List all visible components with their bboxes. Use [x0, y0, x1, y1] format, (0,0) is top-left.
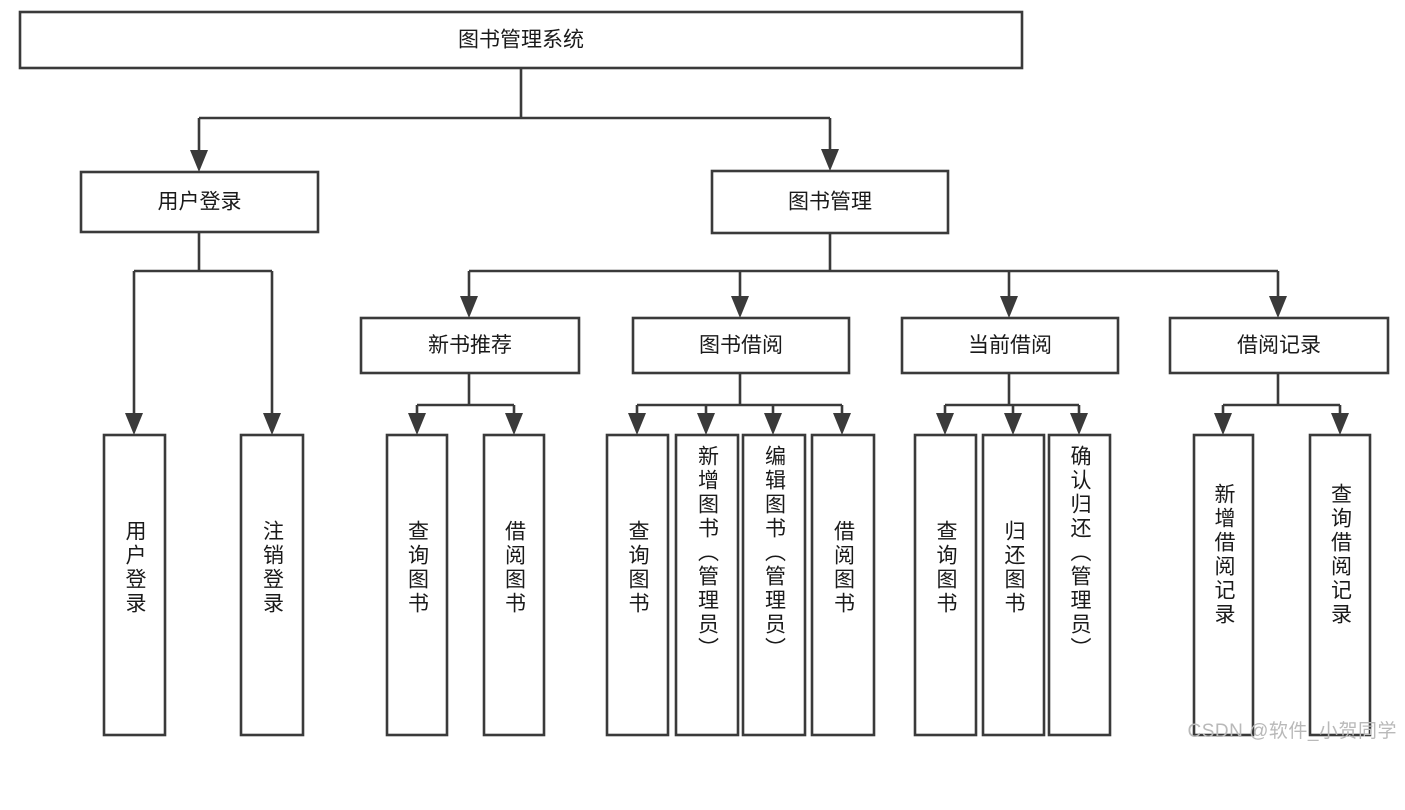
node-box-leaf-add-borrow-record [1192, 433, 1255, 737]
node-label-borrow-record: 借阅记录 [1237, 334, 1321, 357]
watermark-credit: CSDN @软件_小贺同学 [1187, 721, 1397, 742]
node-box-root [18, 10, 1024, 70]
node-leaf-query-book-1[interactable] [385, 433, 449, 737]
connector-arrowhead [1004, 413, 1022, 435]
node-new-book-recommend[interactable] [359, 316, 581, 375]
connector-arrowhead [505, 413, 523, 435]
node-leaf-query-book-3[interactable] [913, 433, 978, 737]
node-box-leaf-confirm-return [1047, 433, 1112, 737]
node-book-management[interactable] [710, 169, 950, 235]
node-box-leaf-borrow-book-1 [482, 433, 546, 737]
node-box-book-management [710, 169, 950, 235]
connector-arrowhead [190, 150, 208, 172]
connector-arrowhead [1269, 296, 1287, 318]
connector-arrowhead [821, 149, 839, 171]
connector-arrowhead [125, 413, 143, 435]
node-label-book-borrow: 图书借阅 [699, 334, 783, 357]
node-box-leaf-borrow-book-2 [810, 433, 876, 737]
node-box-current-borrow [900, 316, 1120, 375]
diagram-canvas-root: 图书管理系统用户登录图书管理新书推荐图书借阅当前借阅借阅记录 用户登录注销登录查… [18, 10, 1397, 742]
connector-arrowhead [1070, 413, 1088, 435]
node-label-root: 图书管理系统 [458, 29, 584, 52]
node-label-book-management: 图书管理 [788, 191, 872, 214]
connector-arrowhead [460, 296, 478, 318]
node-current-borrow[interactable] [900, 316, 1120, 375]
node-leaf-confirm-return[interactable] [1047, 433, 1112, 737]
node-book-borrow[interactable] [631, 316, 851, 375]
node-box-leaf-edit-book [741, 433, 807, 737]
node-box-borrow-record [1168, 316, 1390, 375]
connector-arrowhead [697, 413, 715, 435]
connector-arrowhead [408, 413, 426, 435]
node-label-current-borrow: 当前借阅 [968, 334, 1052, 357]
connector-arrowhead [764, 413, 782, 435]
node-box-leaf-return-book [981, 433, 1046, 737]
node-leaf-edit-book[interactable] [741, 433, 807, 737]
connector-arrowhead [263, 413, 281, 435]
connector-arrowhead [1214, 413, 1232, 435]
connector-arrowhead [628, 413, 646, 435]
node-box-leaf-query-book-2 [605, 433, 670, 737]
connector-arrowhead [1000, 296, 1018, 318]
node-box-layer [18, 10, 1390, 737]
node-box-leaf-logout [239, 433, 305, 737]
connector-arrowhead [833, 413, 851, 435]
connector-arrowhead [731, 296, 749, 318]
node-box-leaf-user-login [102, 433, 167, 737]
node-box-leaf-query-borrow-record [1308, 433, 1372, 737]
node-box-new-book-recommend [359, 316, 581, 375]
node-label-user-login: 用户登录 [158, 191, 242, 214]
node-box-book-borrow [631, 316, 851, 375]
node-leaf-borrow-book-1[interactable] [482, 433, 546, 737]
node-leaf-logout[interactable] [239, 433, 305, 737]
node-box-leaf-query-book-3 [913, 433, 978, 737]
node-box-leaf-query-book-1 [385, 433, 449, 737]
node-box-user-login [79, 170, 320, 234]
node-leaf-add-book[interactable] [674, 433, 740, 737]
connector-arrowhead [1331, 413, 1349, 435]
node-label-new-book-recommend: 新书推荐 [428, 334, 512, 357]
node-leaf-user-login[interactable] [102, 433, 167, 737]
node-borrow-record[interactable] [1168, 316, 1390, 375]
node-leaf-borrow-book-2[interactable] [810, 433, 876, 737]
connector-arrowhead [936, 413, 954, 435]
node-leaf-query-borrow-record[interactable] [1308, 433, 1372, 737]
node-box-leaf-add-book [674, 433, 740, 737]
connector-layer [125, 68, 1349, 435]
node-user-login[interactable] [79, 170, 320, 234]
node-leaf-query-book-2[interactable] [605, 433, 670, 737]
node-leaf-return-book[interactable] [981, 433, 1046, 737]
node-leaf-add-borrow-record[interactable] [1192, 433, 1255, 737]
node-root[interactable] [18, 10, 1024, 70]
